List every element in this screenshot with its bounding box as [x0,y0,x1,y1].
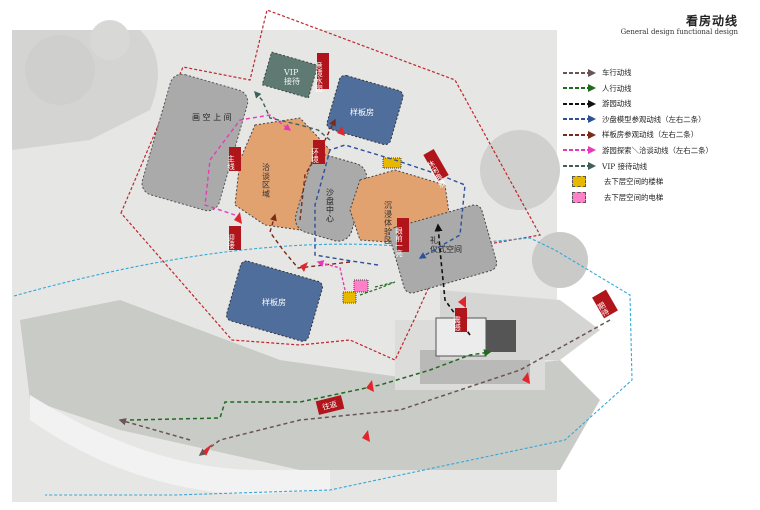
elevator-marker [353,279,369,293]
tag-zhenhan: 震撼 [452,308,467,332]
pedestrian-route-2 [359,281,396,296]
ceremony-label: 礼仪式空间 [430,235,462,254]
pedestrian-route [129,349,492,421]
orange-right-label: 沉浸体验区 [384,201,392,245]
svg-text:往返: 往返 [321,398,338,411]
ceremony-zone [388,204,498,294]
stair-marker-top [382,157,402,169]
garden-route-2 [316,260,346,291]
showflat-bottom-zone [226,260,323,342]
stair-marker [342,291,357,304]
tag-wangfan: 往返 [315,395,345,415]
sandtable-label: 沙盘中心 [326,188,334,223]
legend-item-vehicle: 车行动线 [562,66,758,79]
garden-arrow-icon [563,146,596,155]
showflat-arrow-icon [563,130,596,139]
legend-item-pedestrian: 人行动线 [562,82,758,95]
svg-text:震撼: 震撼 [452,316,461,332]
svg-text:迎接: 迎接 [226,233,235,251]
vip-zone [261,51,319,99]
legend-label: 游园动线 [602,99,632,109]
vip-route [254,90,331,141]
legend-item-sandtable: 沙盘模型参观动线（左右二条） [562,113,758,126]
legend-label: 样板房参观动线（左右二条） [602,130,699,140]
sandtable-route [314,144,466,266]
legend-label: 人行动线 [602,83,632,93]
legend-label: VIP 接待动线 [602,161,648,171]
legend-label: 去下层空间的楼梯 [604,177,664,187]
tags: 意境水园 休闲典雅 眼前一亮 主线 环境 迎接 期待 往返 震撼 [226,53,618,415]
legend-item-elevator: 去下层空间的电梯 [562,191,758,204]
page-title: 看房动线 [685,14,738,28]
svg-text:环境: 环境 [310,148,319,165]
tag-qidai: 期待 [592,289,618,319]
blue-site-boundary [13,237,633,496]
legend-label: 沙盘模型参观动线（左右二条） [602,114,706,124]
vehicle-arrow-icon [563,68,596,77]
showflat-top-zone [326,74,404,146]
legend-item-garden: 游园探索＼洽谈动线（左右二条） [562,144,758,157]
legend-item-showflat: 样板房参观动线（左右二条） [562,128,758,141]
page-subtitle: General design functional design [620,28,738,36]
lower-plaza-dark [486,320,516,352]
tag-huanjing: 环境 [310,140,325,164]
direction-arrows [204,126,530,456]
left-gallery-label: 画 空 上 间 [192,112,232,122]
legend-label: 车行动线 [602,68,632,77]
legend-label: 去下层空间的电梯 [604,192,664,202]
orange-left-label: 洽谈区域 [262,162,270,198]
tag-yiyuan: 意境水园 [314,53,329,93]
pedestrian-arrow-icon [563,84,596,93]
legend-item-tour: 游园动线 [562,97,758,110]
vehicle-route [198,319,611,456]
svg-text:主线: 主线 [226,154,235,171]
legend-item-vip: VIP 接待动线 [562,160,758,173]
tag-zhuxian: 主线 [226,147,241,171]
showflat-bottom-label: 样板房 [262,297,286,307]
tag-yanqian: 眼前一亮 [394,218,409,258]
vip-arrow-icon [563,162,596,171]
garden-route [204,114,292,216]
sandtable-arrow-icon [563,115,596,124]
svg-text:眼前一亮: 眼前一亮 [394,227,403,258]
showflat-top-label: 样板房 [350,107,374,117]
tour-arrow-icon [563,99,596,108]
legend-label: 游园探索＼洽谈动线（左右二条） [602,145,713,155]
legend-item-stair: 去下层空间的楼梯 [562,175,758,188]
tag-jingxiang: 迎接 [226,226,241,250]
svg-text:意境水园: 意境水园 [314,61,323,94]
elevator-swatch-icon [572,191,586,203]
stair-swatch-icon [572,176,586,188]
vehicle-route-return [118,418,191,441]
showflat-route-top [299,118,336,221]
legend: 车行动线人行动线游园动线沙盘模型参观动线（左右二条） 样板房参观动线（左右二条） 游… [562,66,758,206]
